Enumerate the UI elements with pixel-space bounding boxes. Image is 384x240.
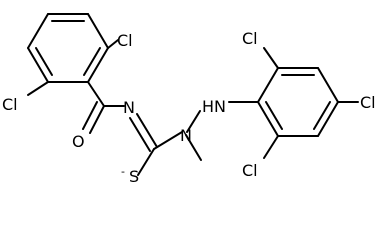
chlorine-atom: Cl — [117, 31, 133, 50]
structure-diagram: Cl Cl O N HN N S - Cl Cl Cl — [2, 13, 376, 184]
right-benzene-ring — [257, 67, 339, 137]
left-ring-double-bond — [35, 47, 53, 76]
bond-to-cl-right-bottom — [263, 135, 279, 159]
sulfur-atom: S — [129, 167, 139, 184]
nh-group: HN — [202, 97, 226, 116]
bond-to-cl-top-left — [107, 39, 119, 49]
bond-to-cl-right-top — [263, 47, 279, 69]
carbon-to-sulfur-bond — [137, 148, 155, 176]
left-ring-bond — [27, 47, 49, 83]
carbonyl-double-bond — [82, 101, 98, 130]
n-nh-bond — [186, 110, 201, 133]
right-ring-bond — [317, 101, 339, 137]
nitrogen-atom: N — [180, 126, 192, 145]
right-ring-double-bond — [265, 101, 283, 130]
left-ring-bond — [87, 13, 109, 49]
right-ring-double-bond — [313, 101, 331, 130]
chlorine-atom: Cl — [2, 95, 18, 114]
left-benzene-ring — [27, 13, 109, 83]
oxygen-atom: O — [72, 132, 85, 151]
carbon-to-n-methyl-bond — [153, 131, 183, 150]
chlorine-atom: Cl — [242, 29, 258, 48]
right-ring-bond — [317, 67, 339, 103]
chlorine-atom: Cl — [360, 93, 376, 112]
left-ring-bond — [87, 47, 109, 83]
negative-charge-sign: - — [121, 165, 125, 178]
carbonyl-double-bond — [89, 105, 105, 134]
right-ring-bond — [257, 67, 279, 103]
molecule-canvas: Cl Cl O N HN N S - Cl Cl Cl — [2, 13, 376, 184]
nitrogen-atom: N — [123, 98, 135, 117]
bond-to-cl-bottom-left — [27, 81, 49, 96]
chlorine-atom: Cl — [242, 161, 258, 180]
left-ring-bond — [27, 13, 49, 49]
imine-double-bond — [129, 117, 151, 152]
ring-to-carbonyl-bond — [87, 81, 105, 107]
right-ring-bond — [257, 101, 279, 137]
n-methyl-bond — [185, 134, 202, 161]
left-ring-double-bond — [83, 47, 101, 76]
imine-double-bond — [136, 113, 158, 148]
